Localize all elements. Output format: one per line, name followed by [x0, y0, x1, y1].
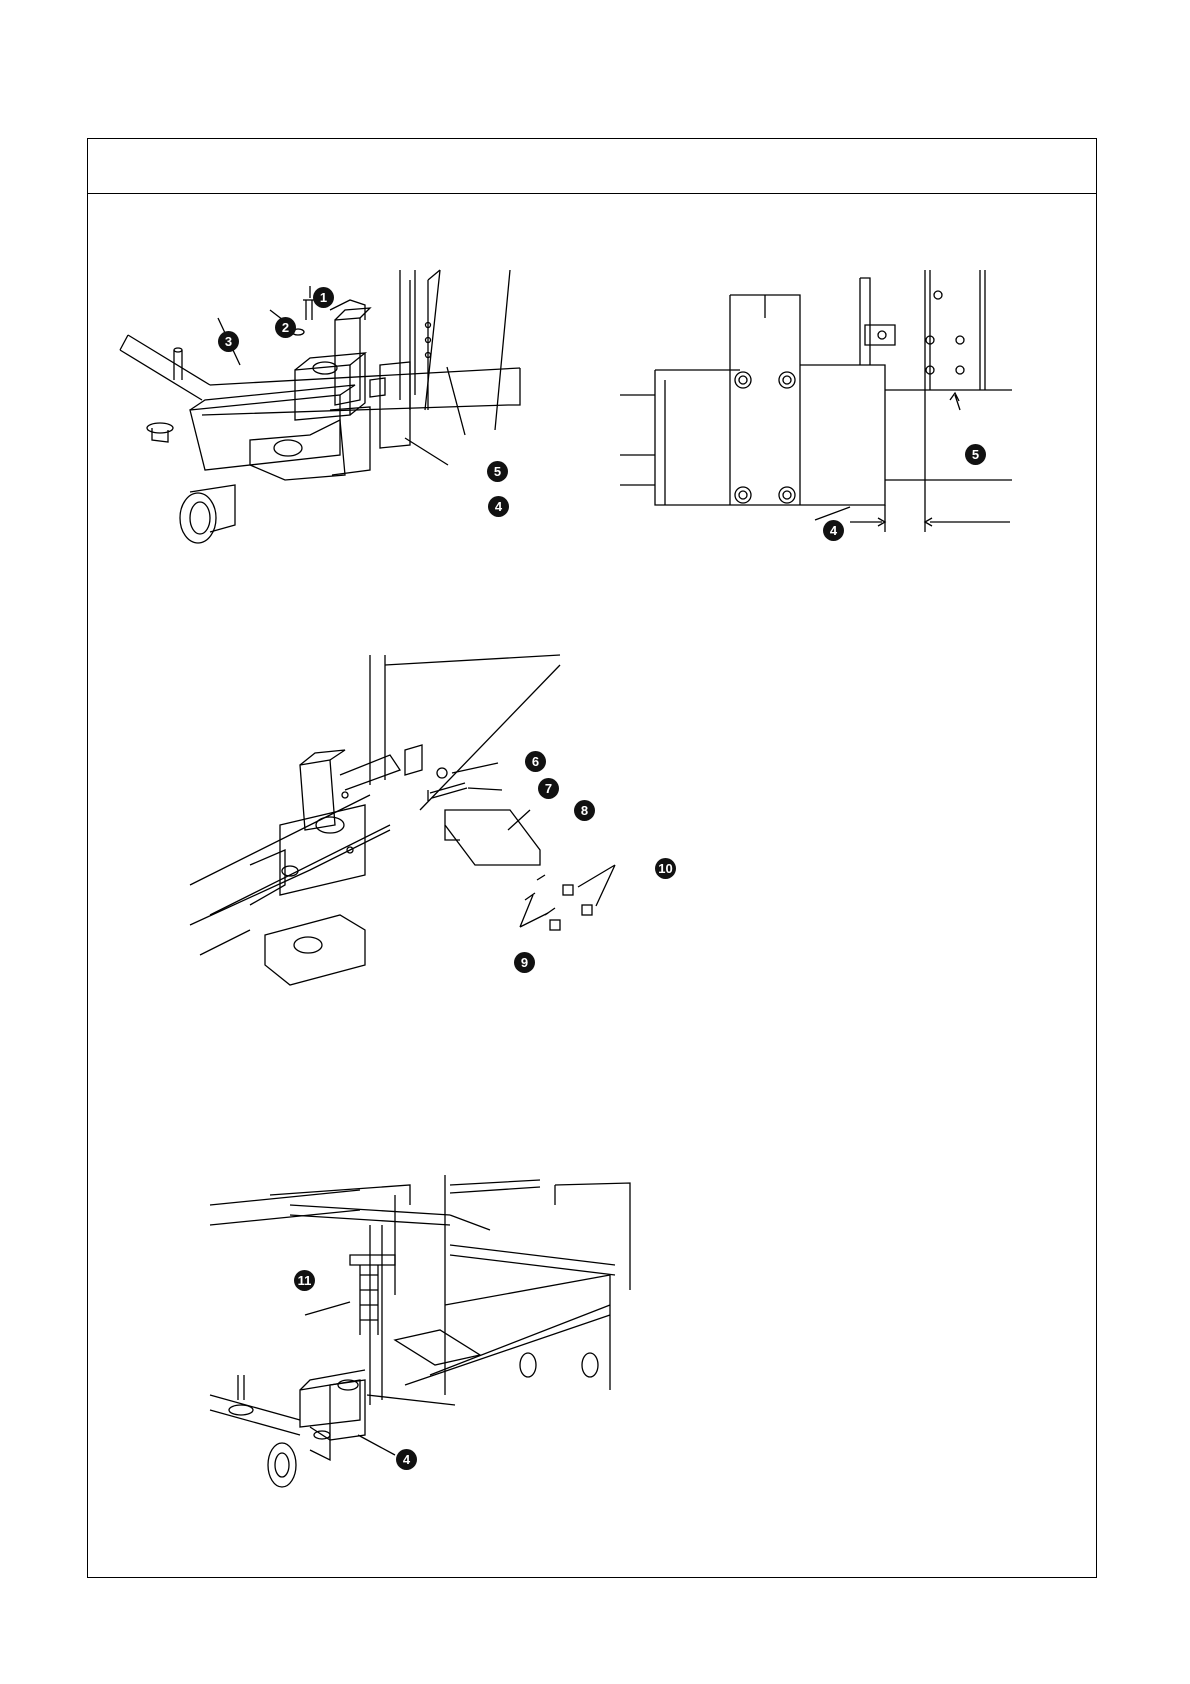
callout-1: 1	[313, 287, 334, 308]
callout-5: 5	[965, 444, 986, 465]
callout-11: 11	[294, 1270, 315, 1291]
callout-4: 4	[488, 496, 509, 517]
callout-4: 4	[396, 1449, 417, 1470]
callout-3: 3	[218, 331, 239, 352]
figure-front-view	[620, 270, 1020, 540]
figure-assembled-stand	[210, 1165, 650, 1500]
callout-4: 4	[823, 520, 844, 541]
callout-7: 7	[538, 778, 559, 799]
callout-8: 8	[574, 800, 595, 821]
callout-6: 6	[525, 751, 546, 772]
callout-10: 10	[655, 858, 676, 879]
callout-5: 5	[487, 461, 508, 482]
figure-exploded-parts	[190, 655, 670, 1015]
callout-9: 9	[514, 952, 535, 973]
callout-2: 2	[275, 317, 296, 338]
header-band	[88, 139, 1096, 194]
